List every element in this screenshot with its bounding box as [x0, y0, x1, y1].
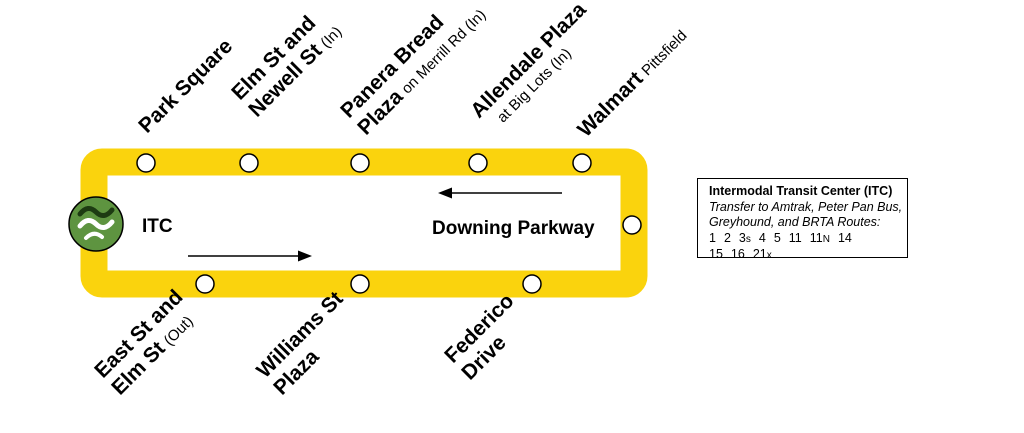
stop-park-square-label: Park Square [134, 35, 237, 138]
route-number: 3s [738, 230, 751, 245]
transfer-desc-line2: Greyhound, and BRTA Routes: [709, 215, 881, 229]
stop-panera-bread-plaza[interactable] [350, 153, 370, 173]
route-number: 14 [837, 230, 852, 245]
stop-williams-st-plaza[interactable] [350, 274, 370, 294]
stop-walmart-name-line: Walmart [573, 67, 647, 141]
route-number: 1 [709, 230, 716, 245]
turnaround-label: Downing Parkway [432, 218, 595, 239]
route-number: 21x [752, 247, 772, 261]
stop-elm-st-and-newell-st[interactable] [239, 153, 259, 173]
route-number: 2 [723, 230, 731, 245]
hub-label: ITC [142, 216, 173, 237]
brta-logo-icon [68, 196, 124, 252]
transfer-info-box: Intermodal Transit Center (ITC) Transfer… [697, 178, 908, 261]
route-number: 16 [730, 247, 745, 261]
stop-downing-parkway[interactable] [622, 215, 642, 235]
routes-row-2: 15 16 21x [709, 247, 907, 264]
route-number: 5 [773, 230, 781, 245]
stop-allendale-plaza[interactable] [468, 153, 488, 173]
route-number: 11N [809, 230, 830, 245]
stop-federico-drive-label: FedericoDrive [440, 289, 535, 384]
stop-williams-st-plaza-label: Williams StPlaza [252, 287, 364, 399]
stop-federico-drive[interactable] [522, 274, 542, 294]
transfer-desc-line1: Transfer to Amtrak, Peter Pan Bus, [709, 199, 903, 214]
direction-arrow-outbound [188, 250, 312, 262]
transfer-title: Intermodal Transit Center (ITC) [709, 184, 893, 198]
stop-elm-st-and-newell-st-note: (In) [317, 23, 345, 51]
stop-walmart-note: Pittsfield [638, 27, 690, 79]
stop-east-st-and-elm-st-label: East St andElm St(Out) [90, 285, 204, 399]
stop-park-square-name-line: Park Square [134, 35, 237, 138]
stop-east-st-and-elm-st[interactable] [195, 274, 215, 294]
stop-panera-bread-plaza-label: Panera BreadPlazaon Merrill Rd (In) [336, 0, 490, 140]
route-number: 11 [788, 230, 802, 245]
stop-walmart[interactable] [572, 153, 592, 173]
route-number: 15 [709, 247, 723, 261]
stop-walmart-label: WalmartPittsfield [573, 24, 691, 142]
stop-park-square[interactable] [136, 153, 156, 173]
route-number: 4 [758, 230, 766, 245]
direction-arrow-inbound [438, 187, 562, 199]
stop-elm-st-and-newell-st-label: Elm St andNewell St(In) [227, 3, 346, 122]
